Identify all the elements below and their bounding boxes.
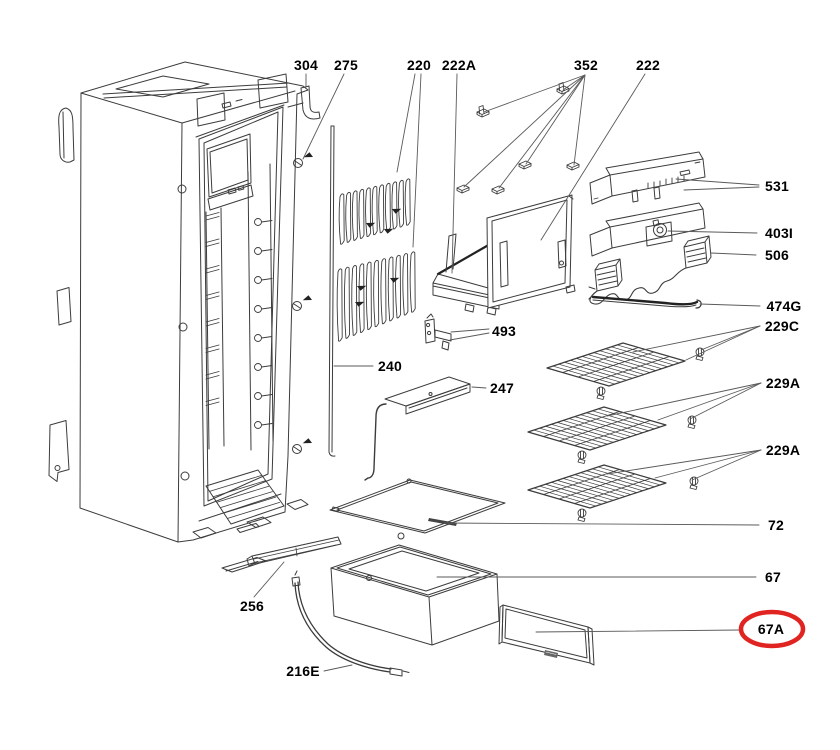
screws-275	[292, 152, 313, 454]
wire-shelf-229a-lower	[527, 464, 699, 522]
control-panel-531	[589, 151, 706, 205]
part-label-256: 256	[240, 598, 264, 614]
part-label-72: 72	[768, 517, 784, 533]
part-label-67: 67	[765, 569, 781, 585]
part-label-352: 352	[574, 57, 598, 73]
part-label-216e: 216E	[286, 663, 320, 679]
wiring-harness-506	[588, 235, 712, 305]
part-label-275: 275	[334, 57, 358, 73]
part-label-220: 220	[407, 57, 431, 73]
mounting-clips-352	[456, 82, 580, 195]
hook-304	[287, 85, 321, 120]
sill-strip-256	[246, 536, 342, 567]
back-panel-222	[486, 194, 576, 309]
crisper-drawer-67	[330, 544, 500, 646]
part-label-229a-1: 229A	[765, 375, 801, 391]
drain-tube-216e	[291, 570, 410, 677]
leader-lines	[253, 73, 762, 672]
part-label-67a: 67A	[757, 621, 785, 637]
part-label-222: 222	[636, 57, 660, 73]
wire-shelf-229a-upper	[527, 406, 697, 464]
bracket-493	[424, 313, 452, 351]
rod-240	[328, 125, 336, 457]
part-label-304: 304	[294, 57, 318, 73]
part-label-222a: 222A	[441, 57, 477, 73]
support-bracket-247	[364, 376, 471, 481]
wire-shelf-229c	[546, 342, 705, 400]
part-label-240: 240	[378, 358, 402, 374]
thermostat-panel-403i	[589, 202, 706, 257]
part-label-506: 506	[765, 247, 789, 263]
drawer-front-panel-67a	[498, 604, 595, 666]
part-label-531: 531	[765, 178, 789, 194]
cabinet	[48, 61, 309, 573]
highlight-ellipse-67a	[738, 609, 806, 649]
part-label-247: 247	[490, 380, 514, 396]
part-label-493: 493	[492, 323, 516, 339]
part-label-229a-2: 229A	[765, 442, 801, 458]
part-label-474g: 474G	[766, 298, 802, 314]
evaporator-fins-220	[336, 178, 416, 342]
part-label-403i: 403I	[764, 225, 794, 241]
glass-shelf-72	[329, 478, 506, 540]
part-label-229c: 229C	[764, 318, 800, 334]
heater-element-474g	[588, 295, 702, 309]
